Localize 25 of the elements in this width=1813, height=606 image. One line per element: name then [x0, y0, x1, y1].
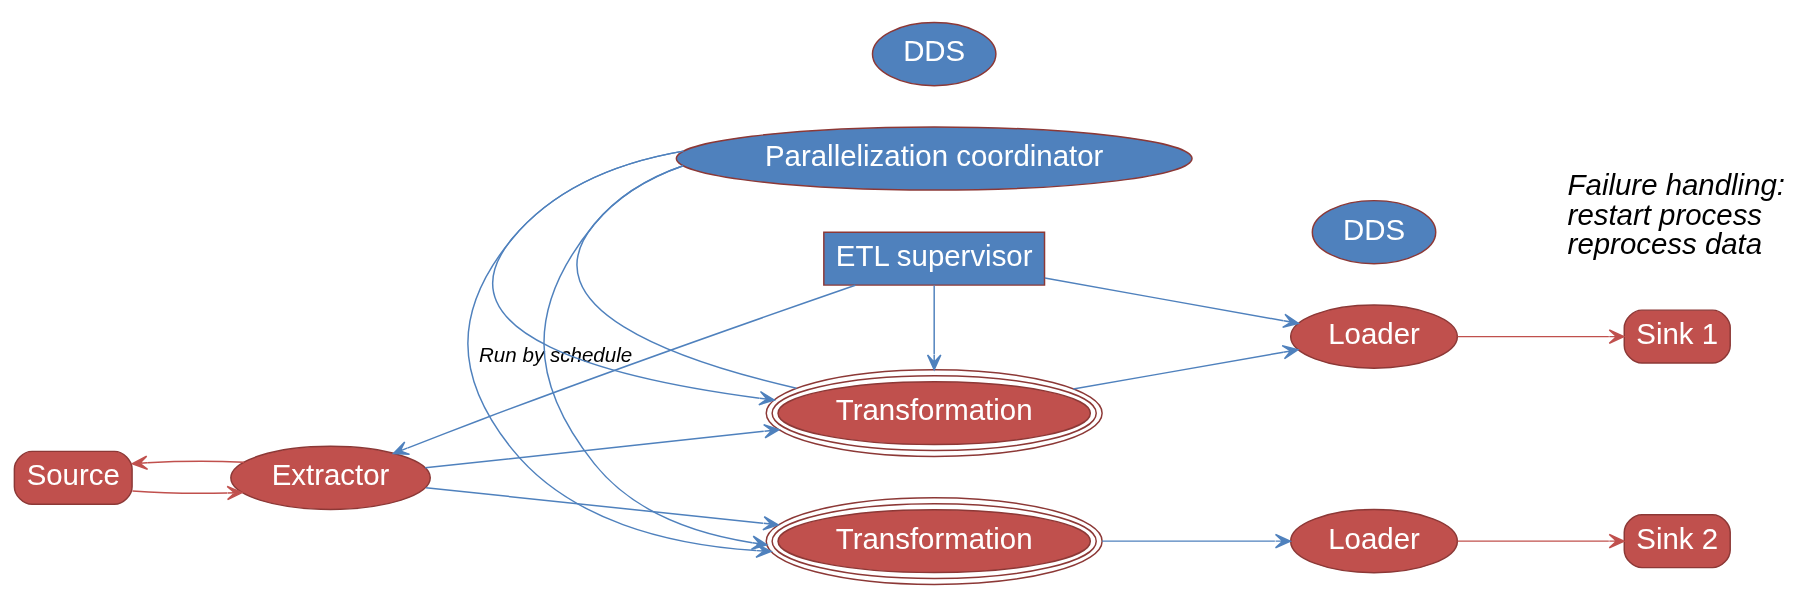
- label: Failure handling:: [1567, 167, 1786, 201]
- node-ellipse: Transformation: [765, 496, 1103, 585]
- arrow: [1072, 344, 1299, 390]
- arrow: [131, 485, 243, 500]
- node-ellipse: DDS: [871, 21, 997, 86]
- arrow: [467, 149, 772, 558]
- node-box: Sink 2: [1623, 513, 1731, 568]
- arrow: [1101, 533, 1291, 548]
- node-ellipse: Parallelization coordinator: [675, 125, 1193, 191]
- node-box: ETL supervisor: [823, 230, 1046, 286]
- node-ellipse: Extractor: [230, 445, 431, 510]
- node-ellipse: Loader: [1289, 508, 1459, 573]
- arrow: [1044, 276, 1300, 328]
- arrow: [392, 284, 857, 455]
- arrow: [1456, 328, 1625, 344]
- arrow: [926, 284, 942, 370]
- node-box: Sink 1: [1623, 308, 1731, 364]
- node-box: Source: [13, 450, 133, 505]
- node-ellipse: Loader: [1289, 303, 1459, 369]
- arrow: [1456, 533, 1625, 548]
- arrow: [425, 486, 779, 531]
- node-ellipse: DDS: [1311, 199, 1437, 264]
- arrow: [424, 423, 780, 469]
- arrow: [131, 454, 245, 470]
- node-ellipse: Transformation: [765, 368, 1103, 457]
